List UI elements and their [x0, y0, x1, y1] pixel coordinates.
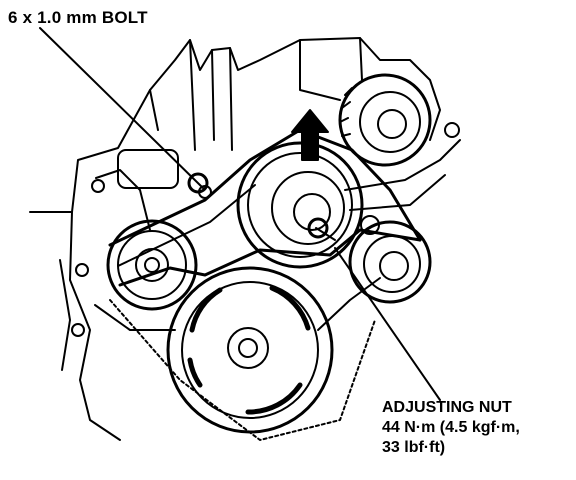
crankshaft-pulley	[166, 266, 334, 434]
bolt-callout-label: 6 x 1.0 mm BOLT	[8, 8, 148, 27]
up-arrow-icon	[291, 109, 329, 161]
adjusting-nut-callout: ADJUSTING NUT 44 N·m (4.5 kgf·m, 33 lbf·…	[382, 398, 520, 458]
nut-leader-line	[334, 247, 441, 401]
bolt	[187, 172, 212, 199]
tensioner-pulley	[236, 141, 364, 269]
water-pump-pulley	[348, 220, 432, 304]
camshaft-pulley	[338, 73, 432, 167]
engine-block-outline	[29, 37, 441, 441]
adjusting-nut-title: ADJUSTING NUT	[382, 399, 512, 416]
bolt-leader-line	[39, 27, 204, 189]
idler-pulley	[106, 219, 198, 311]
adjusting-nut-torque-line2: 33 lbf·ft)	[382, 439, 446, 456]
tensioner-bracket	[344, 122, 461, 235]
adjusting-nut-torque-line1: 44 N·m (4.5 kgf·m,	[382, 419, 520, 436]
